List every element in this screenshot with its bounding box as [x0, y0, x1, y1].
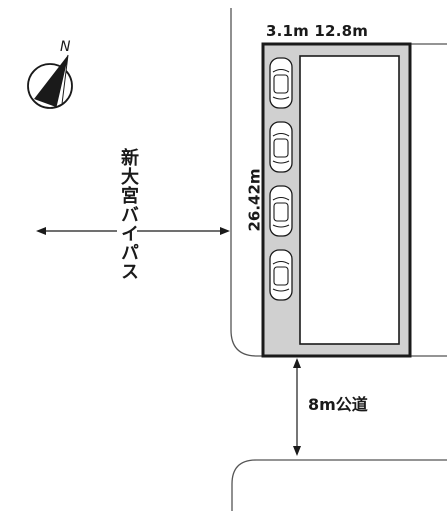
lot-width-dimension: 3.1m 12.8m [266, 22, 369, 40]
double-arrow-icon [293, 358, 301, 456]
car-icon [269, 57, 293, 109]
main-road-label: 新大宮バイパス [117, 148, 139, 281]
parking-cars [269, 57, 293, 301]
car-icon [269, 185, 293, 237]
public-road-label: 8m公道 [308, 395, 368, 414]
car-icon [269, 121, 293, 173]
compass-icon [27, 54, 73, 109]
building-area [299, 55, 400, 345]
road-edge-left [230, 8, 263, 357]
lot-depth-dimension: 26.42m [245, 168, 264, 232]
compass-north-label: N [60, 39, 71, 55]
car-icon [269, 249, 293, 301]
road-edge-bottom [231, 459, 447, 511]
